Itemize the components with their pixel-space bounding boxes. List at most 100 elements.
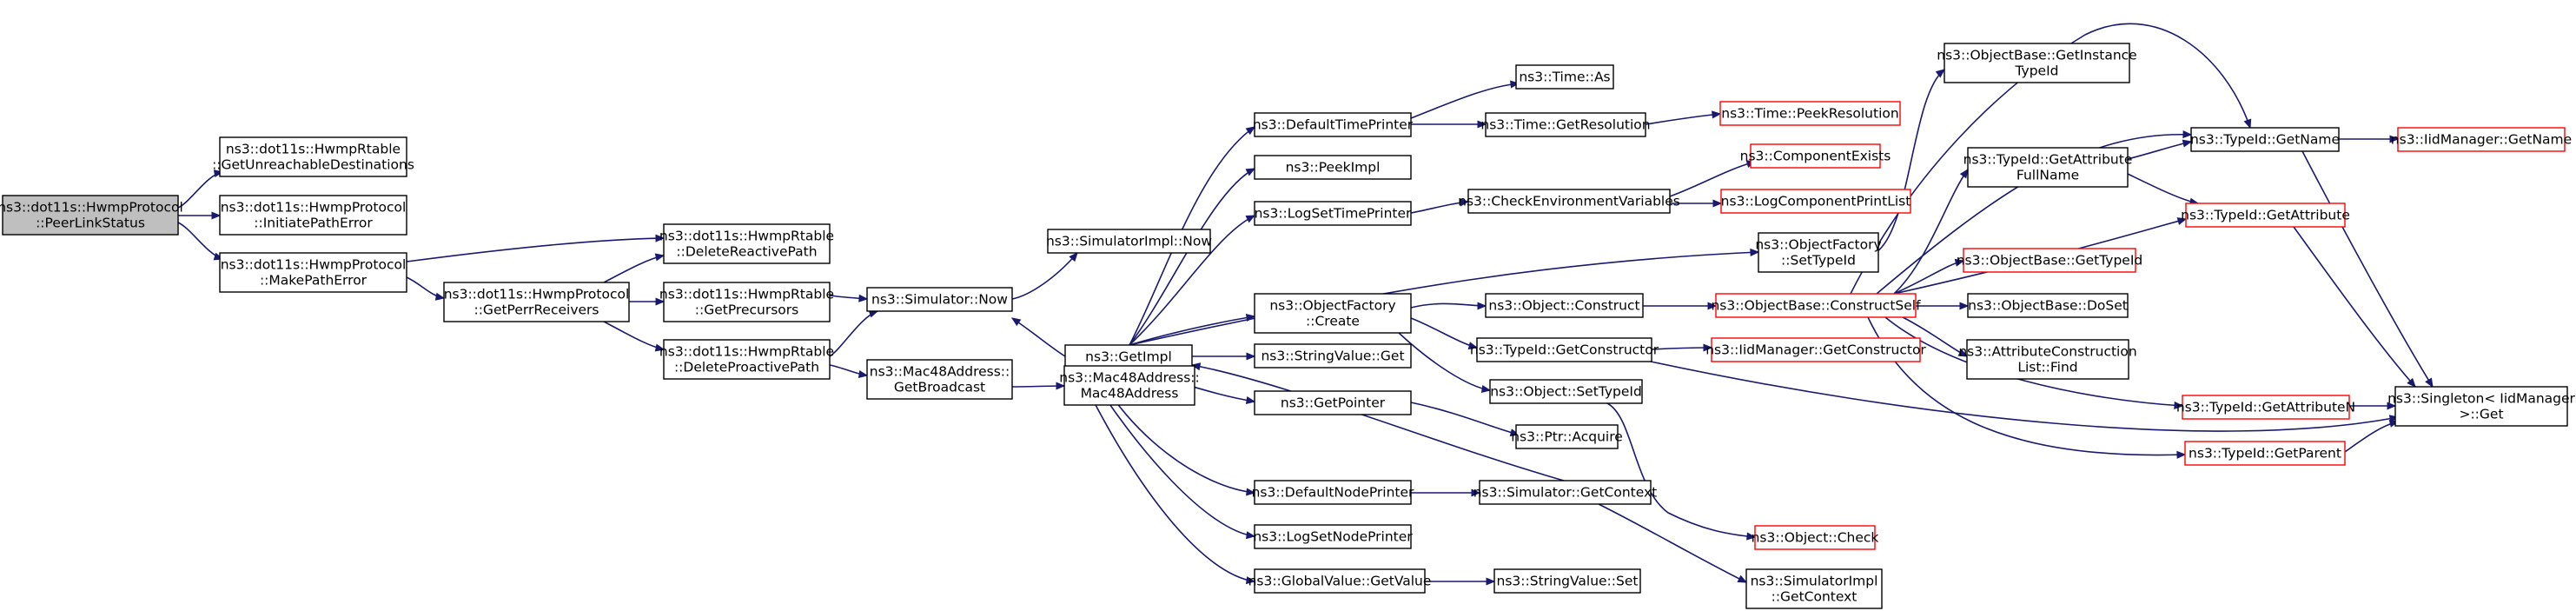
node-getpointer[interactable]: ns3::GetPointer: [1254, 390, 1412, 415]
node-logsettimeprinter[interactable]: ns3::LogSetTimePrinter: [1254, 201, 1412, 226]
node-label: ns3::Time::As: [1519, 70, 1610, 85]
call-edge-arrowhead: [1471, 488, 1481, 497]
node-timepeekresolution[interactable]: ns3::Time::PeekResolution: [1719, 101, 1901, 126]
node-singletonget[interactable]: ns3::Singleton< IidManager>::Get: [2387, 386, 2576, 427]
call-edge-arrowhead: [1245, 168, 1256, 176]
node-typeidgetparent[interactable]: ns3::TypeId::GetParent: [2184, 441, 2346, 466]
call-edge: [1129, 168, 1255, 346]
node-peerlinkstatus[interactable]: ns3::dot11s::HwmpProtocol::PeerLinkStatu…: [0, 195, 183, 236]
node-label: FullName: [2016, 168, 2079, 183]
node-getimpl[interactable]: ns3::GetImpl: [1064, 344, 1193, 369]
node-logcomponentprintlist[interactable]: ns3::LogComponentPrintList: [1720, 189, 1911, 214]
node-stringvalueget[interactable]: ns3::StringValue::Get: [1254, 343, 1412, 369]
call-edge: [1598, 503, 1747, 583]
call-edge-arrowhead: [654, 343, 666, 352]
node-objectfactorysettypeid[interactable]: ns3::ObjectFactory::SetTypeId: [1755, 232, 1882, 273]
node-mac48ctor[interactable]: ns3::Mac48Address::Mac48Address: [1059, 365, 1200, 406]
node-getunreachable[interactable]: ns3::dot11s::HwmpRtable::GetUnreachableD…: [212, 136, 414, 177]
node-box: [219, 136, 407, 177]
call-edge: [177, 171, 223, 209]
call-edge-arrowhead: [1069, 252, 1078, 262]
node-initiatepatherror[interactable]: ns3::dot11s::HwmpProtocol::InitiatePathE…: [219, 195, 407, 236]
node-box: [1254, 568, 1426, 594]
node-box: [219, 252, 407, 293]
node-defaulttimeprinter[interactable]: ns3::DefaultTimePrinter: [1253, 112, 1414, 137]
node-label: ns3::ObjectFactory: [1269, 298, 1395, 314]
call-edge: [1129, 315, 1255, 346]
node-deleteproactivepath[interactable]: ns3::dot11s::HwmpRtable::DeleteProactive…: [659, 339, 834, 380]
node-iidgetname[interactable]: ns3::IidManager::GetName: [2391, 127, 2572, 152]
node-box: [1745, 568, 1883, 609]
node-objectbasedoset[interactable]: ns3::ObjectBase::DoSet: [1967, 293, 2129, 318]
call-edge-arrowhead: [2176, 450, 2187, 459]
node-box: [1711, 337, 1921, 362]
node-objectsettypeid[interactable]: ns3::Object::SetTypeId: [1489, 379, 1643, 404]
node-defaultnodeprinter[interactable]: ns3::DefaultNodePrinter: [1252, 480, 1414, 505]
call-edge-arrowhead: [1477, 302, 1487, 310]
call-edge: [2127, 173, 2199, 204]
node-box: [866, 287, 1013, 312]
node-objectfactorycreate[interactable]: ns3::ObjectFactory::Create: [1254, 293, 1412, 334]
node-getbroadcast[interactable]: ns3::Mac48Address::GetBroadcast: [866, 359, 1013, 400]
call-edge-arrowhead: [655, 234, 666, 242]
node-logsetnodeprinter[interactable]: ns3::LogSetNodePrinter: [1253, 524, 1413, 549]
node-typeidgetname[interactable]: ns3::TypeId::GetName: [2190, 127, 2340, 152]
call-edge-arrowhead: [1056, 382, 1066, 390]
node-iidgetconstructor[interactable]: ns3::IidManager::GetConstructor: [1705, 337, 1926, 362]
call-edge: [1410, 402, 1520, 435]
node-typeidgetattribute[interactable]: ns3::TypeId::GetAttribute: [2181, 203, 2350, 228]
node-simnow[interactable]: ns3::Simulator::Now: [866, 287, 1013, 312]
call-edge-arrowhead: [655, 297, 666, 306]
node-box: [1944, 43, 2130, 83]
node-getperrreceivers[interactable]: ns3::dot11s::HwmpProtocol::GetPerrReceiv…: [443, 282, 630, 322]
node-typeidgetconstructor[interactable]: ns3::TypeId::GetConstructor: [1470, 337, 1659, 362]
node-deletereactivepath[interactable]: ns3::dot11s::HwmpRtable::DeleteReactiveP…: [659, 223, 834, 264]
call-edge-arrowhead: [1246, 352, 1256, 361]
node-objectcheck[interactable]: ns3::Object::Check: [1752, 525, 1879, 550]
node-constructself[interactable]: ns3::ObjectBase::ConstructSelf: [1711, 293, 1921, 318]
node-label: ::DeleteReactivePath: [676, 244, 817, 260]
node-label: ns3::PeekImpl: [1286, 160, 1381, 176]
node-peekimpl[interactable]: ns3::PeekImpl: [1254, 155, 1412, 180]
node-simgetcontext[interactable]: ns3::Simulator::GetContext: [1473, 480, 1658, 505]
call-edge: [2301, 150, 2434, 388]
node-checkenvvars[interactable]: ns3::CheckEnvironmentVariables: [1458, 189, 1680, 214]
node-label: ns3::Time::PeekResolution: [1721, 106, 1898, 122]
call-edge-arrowhead: [211, 211, 222, 220]
node-label: ns3::TypeId::GetParent: [2189, 446, 2341, 462]
node-box: [2190, 127, 2340, 152]
node-simimplgetcontext[interactable]: ns3::SimulatorImpl::GetContext: [1745, 568, 1883, 609]
call-edge: [603, 321, 665, 350]
node-box: [1758, 232, 1879, 273]
node-componentexists[interactable]: ns3::ComponentExists: [1740, 143, 1891, 169]
call-edge-arrowhead: [1935, 69, 1946, 78]
call-edge-arrowhead: [1245, 576, 1256, 585]
node-box: [2397, 127, 2566, 152]
node-label: ns3::Singleton< IidManager: [2387, 391, 2575, 407]
call-edge-arrowhead: [1750, 248, 1760, 256]
node-label: >::Get: [2459, 407, 2503, 422]
node-box: [1715, 293, 1917, 318]
node-label: ns3::IidManager::GetName: [2391, 132, 2572, 148]
node-objectbasegettypeid[interactable]: ns3::ObjectBase::GetTypeId: [1957, 248, 2143, 273]
node-label: ns3::LogSetNodePrinter: [1253, 529, 1413, 545]
node-simimplnow[interactable]: ns3::SimulatorImpl::Now: [1046, 229, 1212, 254]
node-box: [443, 282, 630, 322]
node-globalvaluegetvalue[interactable]: ns3::GlobalValue::GetValue: [1248, 568, 1432, 594]
node-getprecursors[interactable]: ns3::dot11s::HwmpRtable::GetPrecursors: [659, 282, 834, 322]
node-typeidgetattributen[interactable]: ns3::TypeId::GetAttributeN: [2176, 395, 2355, 420]
node-label: ns3::StringValue::Set: [1497, 574, 1639, 589]
node-objectconstruct[interactable]: ns3::Object::Construct: [1485, 293, 1644, 318]
node-label: ns3::LogComponentPrintList: [1721, 194, 1911, 209]
node-timeas[interactable]: ns3::Time::As: [1515, 64, 1614, 90]
node-makepatherror[interactable]: ns3::dot11s::HwmpProtocol::MakePathError: [219, 252, 407, 293]
node-ptracquire[interactable]: ns3::Ptr::Acquire: [1511, 424, 1623, 449]
node-timegetresolution[interactable]: ns3::Time::GetResolution: [1480, 112, 1651, 137]
node-stringvalueset[interactable]: ns3::StringValue::Set: [1493, 568, 1641, 594]
node-label: ns3::dot11s::HwmpProtocol: [221, 200, 407, 216]
node-box: [1967, 147, 2129, 188]
